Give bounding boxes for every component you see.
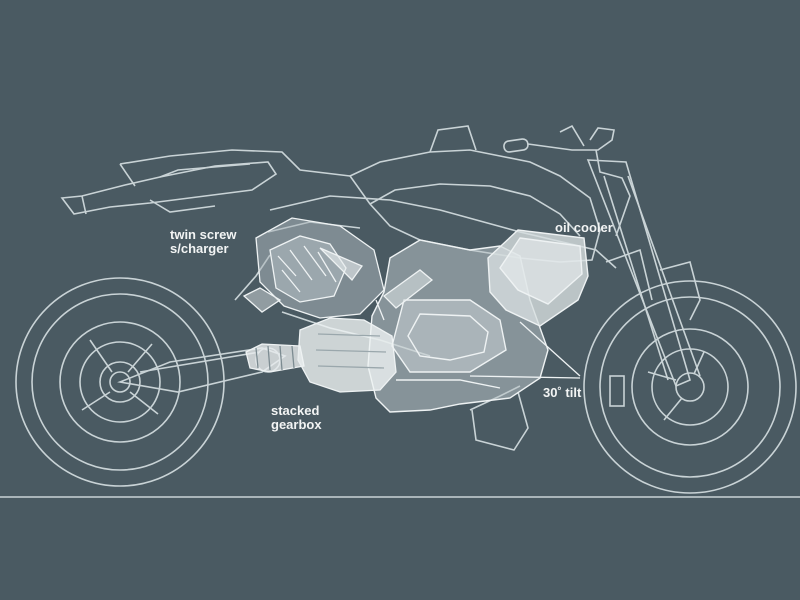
gearbox-label: stacked gearbox: [271, 404, 322, 432]
gearbox-unit: [245, 317, 397, 393]
fuel-tank: [348, 125, 601, 263]
supercharger-label-line1: twin screw: [170, 227, 237, 242]
front-forks: [586, 159, 701, 388]
drive-shaft: [375, 269, 434, 321]
handlebar: [503, 124, 631, 237]
oil-cooler-label: oil cooler: [555, 221, 613, 235]
front-wheel: [583, 280, 797, 494]
tilt-label: 30˚ tilt: [543, 386, 581, 400]
supercharger-label: twin screw s/charger: [170, 228, 236, 256]
oil-cooler-label-text: oil cooler: [555, 220, 613, 235]
rear-wheel: [15, 277, 225, 487]
supercharger-unit: [242, 217, 385, 319]
tail-and-seat: [60, 149, 351, 215]
oil-cooler-unit: [487, 229, 589, 327]
gearbox-label-line2: gearbox: [271, 417, 322, 432]
tilt-label-text: 30˚ tilt: [543, 385, 582, 400]
gearbox-label-line1: stacked: [271, 403, 320, 418]
leader-lines: [469, 321, 581, 379]
supercharger-label-line2: s/charger: [170, 241, 229, 256]
